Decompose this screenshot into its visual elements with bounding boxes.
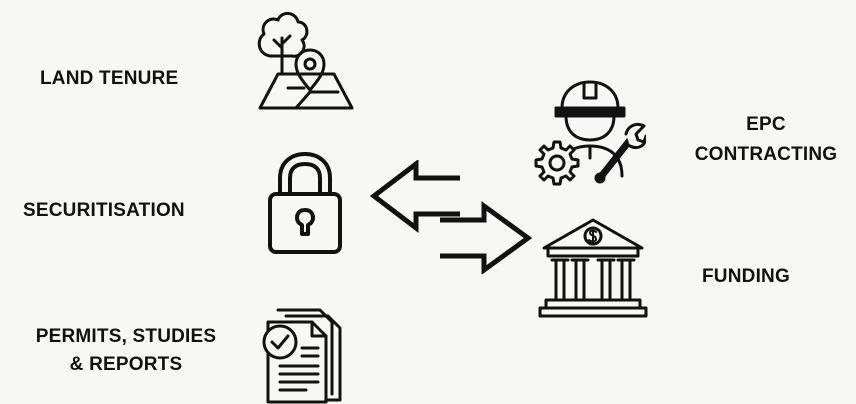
- bidirectional-arrows-icon: [370, 160, 534, 274]
- label-line: EPC: [746, 114, 786, 135]
- label-epc-contracting: EPC CONTRACTING: [676, 114, 856, 166]
- padlock-icon: [264, 148, 346, 258]
- label-funding: FUNDING: [702, 266, 790, 288]
- land-map-pin-icon: [248, 8, 360, 114]
- bank-dollar-icon: [538, 214, 648, 320]
- label-line: SECURITISATION: [23, 200, 185, 221]
- label-line: & REPORTS: [69, 354, 183, 375]
- label-permits-studies-reports: PERMITS, STUDIES & REPORTS: [10, 326, 242, 376]
- label-line: CONTRACTING: [694, 144, 838, 165]
- label-securitisation: SECURITISATION: [23, 200, 185, 222]
- worker-gear-wrench-icon: [534, 74, 646, 186]
- label-line: LAND TENURE: [40, 68, 179, 89]
- label-line: PERMITS, STUDIES: [35, 326, 217, 347]
- label-line: FUNDING: [702, 266, 790, 287]
- documents-check-icon: [254, 304, 350, 404]
- label-land-tenure: LAND TENURE: [40, 68, 178, 90]
